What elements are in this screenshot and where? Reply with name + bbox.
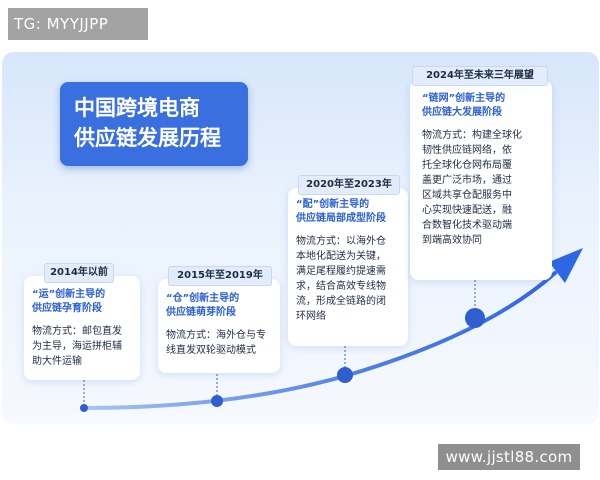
stage-title-1: “运”创新主导的 供应链孕育阶段 — [32, 289, 106, 314]
timeline-dot-1 — [80, 404, 88, 412]
title-line-1: 中国跨境电商 — [74, 96, 200, 120]
stage-year-2: 2015年至2019年 — [168, 266, 272, 286]
stage-card-1 — [24, 276, 140, 380]
stage-desc-3: 物流方式：以海外仓 本地化配送为关键， 满足尾程履约提速需 求，结合高效专线物 … — [296, 236, 386, 322]
timeline-dot-3 — [337, 367, 353, 383]
stage-card-4 — [410, 80, 552, 280]
stage-year-4: 2024年至未来三年展望 — [412, 66, 548, 86]
stage-year-1: 2014年以前 — [44, 263, 114, 283]
curve-arrowhead — [549, 248, 583, 283]
stage-title-4: “链网”创新主导的 供应链大发展阶段 — [422, 93, 506, 118]
stage-card-3 — [288, 188, 408, 346]
stage-year-3: 2020年至2023年 — [298, 175, 400, 195]
stage-title-2: “仓”创新主导的 供应链萌芽阶段 — [166, 293, 240, 318]
stage-desc-2: 物流方式：海外仓与专 线直发双轮驱动模式 — [166, 330, 266, 356]
stage-title-3: “配”创新主导的 供应链局部成型阶段 — [296, 199, 386, 224]
stage-desc-1: 物流方式：邮包直发 为主导，海运拼柜辅 助大件运输 — [32, 326, 122, 367]
top-left-tag: TG: MYYJJPP — [8, 8, 148, 40]
title-line-2: 供应链发展历程 — [74, 126, 221, 150]
timeline-dot-4 — [465, 308, 485, 328]
watermark-url: www.jjstl88.com — [438, 444, 580, 470]
stage-card-2 — [158, 279, 280, 373]
stage-desc-4: 物流方式：构建全球化 韧性供应链网络，依 托全球化仓网布局覆 盖更广泛市场，通过… — [422, 130, 522, 246]
diagram-title: 中国跨境电商 供应链发展历程 — [60, 82, 248, 166]
timeline-dot-2 — [211, 395, 223, 407]
